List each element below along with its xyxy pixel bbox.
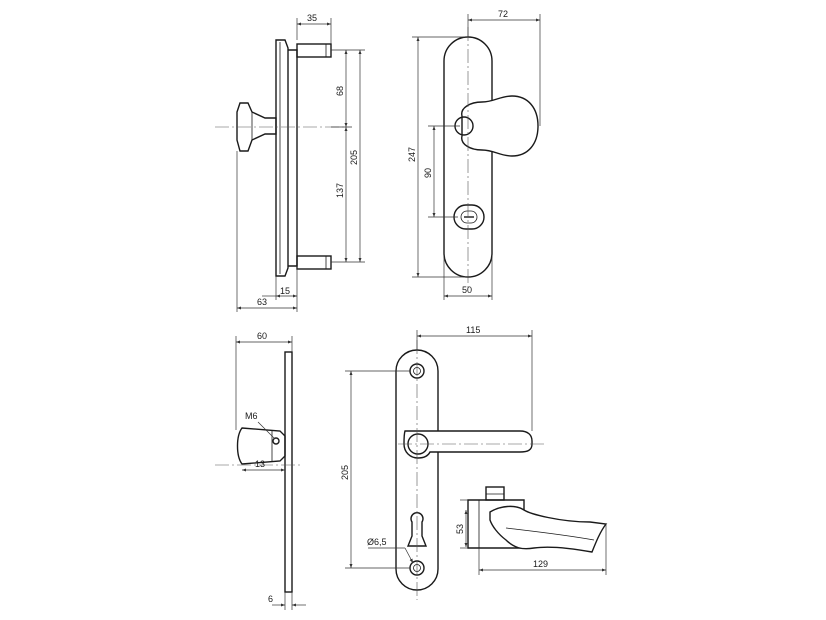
upper-bolt (296, 43, 332, 58)
dim-115: 115 (466, 325, 480, 335)
dims-view1: 35 68 137 205 15 63 (236, 13, 365, 312)
dim-205-lever: 205 (340, 465, 350, 480)
dim-6: 6 (268, 594, 273, 604)
lever-detail (489, 505, 608, 553)
front-view-knob (443, 27, 539, 288)
dim-60: 60 (257, 331, 267, 341)
knob-front (461, 95, 539, 157)
dims-view3: 60 M6 13 6 (235, 331, 306, 610)
backplate-side (275, 39, 289, 277)
dim-129: 129 (533, 559, 548, 569)
side-view-lever (215, 351, 300, 593)
dim-68: 68 (335, 86, 345, 96)
cylinder-hole (406, 512, 428, 547)
dim-137: 137 (335, 183, 345, 198)
dims-view5: 53 129 (455, 499, 607, 575)
dim-63: 63 (257, 297, 267, 307)
dim-205: 205 (349, 150, 359, 165)
dim-50: 50 (462, 285, 472, 295)
dim-72: 72 (498, 9, 508, 19)
lower-bolt (296, 255, 332, 270)
dim-m6: M6 (245, 411, 258, 421)
spindle-square (485, 486, 505, 501)
lever-front (403, 430, 533, 459)
dim-15: 15 (280, 286, 290, 296)
dims-view2: 72 247 90 50 (407, 9, 541, 300)
dim-hole: Ø6,5 (367, 537, 387, 547)
dim-35: 35 (307, 13, 317, 23)
dim-90: 90 (423, 168, 433, 178)
front-view-lever (395, 340, 545, 600)
lever-detail-view (467, 486, 608, 553)
rosette-side (288, 49, 298, 267)
dim-247: 247 (407, 147, 417, 162)
dim-13: 13 (255, 459, 265, 469)
plate-side-lever (284, 351, 293, 593)
dims-view4: 115 205 Ø6,5 (340, 325, 533, 569)
lever-hub-side (236, 427, 286, 465)
dim-53: 53 (455, 524, 465, 534)
side-view-knob (215, 39, 346, 277)
